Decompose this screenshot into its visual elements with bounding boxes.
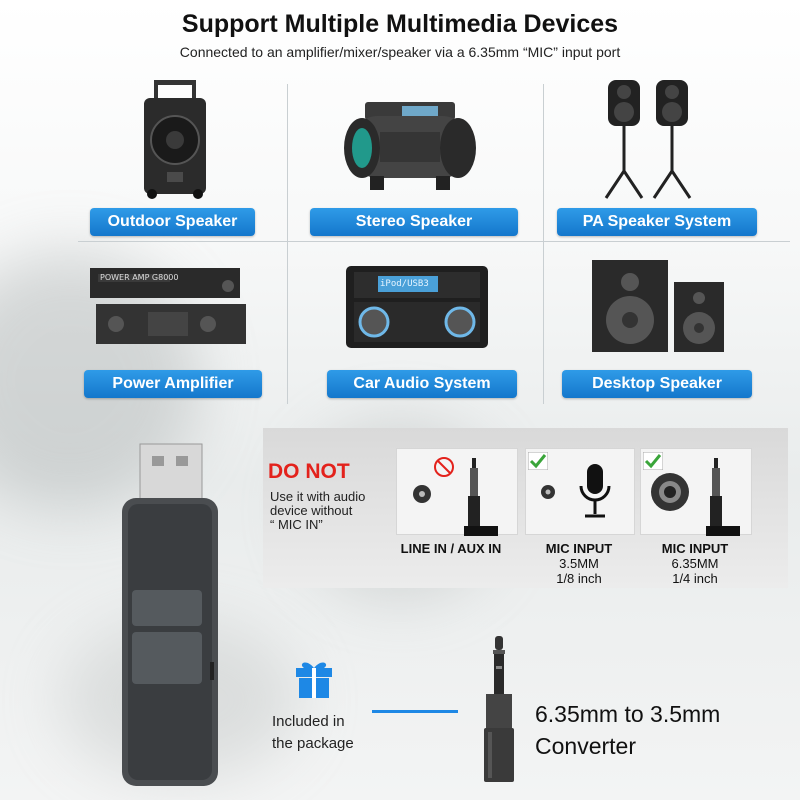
stereo-speaker-image <box>340 96 480 196</box>
grid-divider <box>287 84 288 404</box>
jack-port-icon <box>538 482 558 502</box>
car-audio-image <box>342 262 492 350</box>
microphone-icon <box>575 462 615 522</box>
warning-text: Use it with audio device without “ MIC I… <box>270 490 390 532</box>
warning-line: Use it with audio <box>270 489 366 504</box>
page-subtitle: Connected to an amplifier/mixer/speaker … <box>179 44 621 60</box>
port-size-inch: 1/4 inch <box>672 571 718 586</box>
device-label-pa-speaker-system: PA Speaker System <box>557 208 757 236</box>
device-label-stereo-speaker: Stereo Speaker <box>310 208 518 236</box>
power-amplifier-image <box>88 266 248 348</box>
pa-speaker-image <box>598 76 708 201</box>
jack-port-icon <box>410 482 434 506</box>
warning-line: “ MIC IN” <box>270 517 323 532</box>
device-label-power-amplifier: Power Amplifier <box>84 370 262 398</box>
device-label-desktop-speaker: Desktop Speaker <box>562 370 752 398</box>
grid-divider <box>543 84 544 404</box>
check-icon <box>528 452 548 470</box>
device-label-car-audio-system: Car Audio System <box>327 370 517 398</box>
converter-line: 6.35mm to 3.5mm <box>535 701 721 727</box>
warning-heading: DO NOT <box>268 460 350 483</box>
port-size-inch: 1/8 inch <box>556 571 602 586</box>
audio-plug-icon <box>700 458 745 538</box>
grid-divider <box>78 241 790 242</box>
outdoor-speaker-image <box>140 80 210 200</box>
port-title-mic-6-35: MIC INPUT <box>661 541 729 556</box>
page-title: Support Multiple Multimedia Devices <box>181 10 619 38</box>
converter-line: Converter <box>535 733 636 759</box>
car-display-text: iPod/USB3 <box>380 279 429 289</box>
converter-description: 6.35mm to 3.5mm Converter <box>535 698 720 762</box>
port-title-line-in: LINE IN / AUX IN <box>400 541 502 556</box>
warning-line: device without <box>270 503 353 518</box>
port-size-mm: 3.5MM <box>559 556 599 571</box>
check-icon <box>643 452 663 470</box>
gift-icon <box>294 658 334 700</box>
port-size-mm: 6.35MM <box>671 556 719 571</box>
connector-line <box>372 710 458 713</box>
device-label-outdoor-speaker: Outdoor Speaker <box>90 208 255 236</box>
large-jack-port-icon <box>648 470 692 514</box>
package-line: Included in <box>272 713 345 730</box>
desktop-speaker-image <box>590 258 730 354</box>
usb-receiver-image <box>118 440 228 790</box>
audio-plug-icon <box>458 458 503 538</box>
port-title-mic-3-5: MIC INPUT <box>545 541 613 556</box>
included-package-text: Included in the package <box>272 711 354 755</box>
power-amp-brand-text: POWER AMP G8000 <box>100 273 179 282</box>
converter-adapter-image <box>474 636 524 786</box>
prohibited-icon <box>433 456 455 478</box>
package-line: the package <box>272 735 354 752</box>
